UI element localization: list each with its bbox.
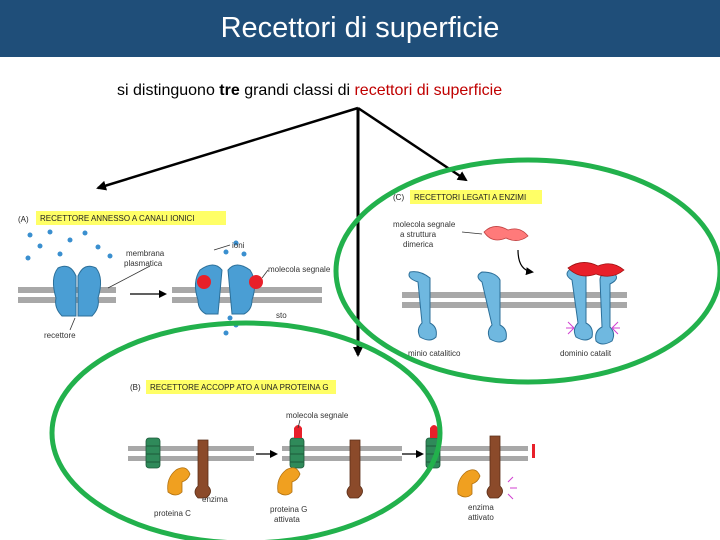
label-signal-b: molecola segnale	[286, 411, 349, 420]
signal-molecule-b2	[430, 425, 438, 438]
panel-a-header: RECETTORE ANNESSO A CANALI IONICI	[40, 214, 195, 223]
label-domain-right: dominio catalit	[560, 349, 612, 358]
label-signal-c3: dimerica	[403, 240, 434, 249]
label-signal-c1: molecola segnale	[393, 220, 456, 229]
label-cutoff: sto	[276, 311, 287, 320]
title-bar	[0, 0, 720, 57]
label-enzyme-active1: enzima	[468, 503, 494, 512]
label-protein-g2: attivata	[274, 515, 300, 524]
label-enzyme: enzima	[202, 495, 228, 504]
panel-a-letter: (A)	[18, 215, 29, 224]
signal-molecule-b1	[294, 425, 302, 438]
panel-b-letter: (B)	[130, 383, 141, 392]
arrow-to-ion-channel	[96, 106, 359, 191]
panel-a-header-bg	[36, 211, 226, 225]
signal-molecule-a1	[197, 275, 211, 289]
g-proteins	[167, 467, 481, 498]
label-protein-g1: proteina G	[270, 505, 307, 514]
closed-channel-right	[77, 265, 102, 317]
subtitle-emphasis: tre	[219, 82, 240, 99]
panel-c-letter: (C)	[393, 193, 404, 202]
panel-a-ion-channel: (A) RECETTORE ANNESSO A CANALI IONICI me…	[18, 211, 331, 340]
panel-b-header-bg	[146, 380, 336, 394]
signal-output	[532, 444, 535, 458]
label-protein-c: proteina C	[154, 509, 191, 518]
label-signal-a: molecola segnale	[268, 265, 331, 274]
slide-subtitle: si distinguono tre grandi classi di rece…	[117, 82, 502, 100]
panel-c-enzyme-receptors: (C) RECETTORI LEGATI A ENZIMI molecola s…	[393, 190, 627, 358]
label-enzyme-active2: attivato	[468, 513, 494, 522]
ellipse-g-protein-receptors	[49, 320, 443, 540]
label-ions: ioni	[232, 241, 245, 250]
membrane-b	[128, 446, 528, 461]
dimer-signal-free	[483, 226, 529, 241]
catalytic-activity-marks	[566, 321, 620, 335]
receptor-unbound	[408, 271, 507, 343]
panel-b-header: RECETTORE ACCOPP ATO A UNA PROTEINA G	[150, 383, 329, 392]
ions-cluster	[25, 229, 247, 336]
enzyme-activity-marks	[507, 476, 517, 500]
dimer-signal-bound	[567, 262, 625, 277]
subtitle-part2: grandi classi di	[239, 82, 355, 99]
panel-b-g-protein: (B) RECETTORE ACCOPP ATO A UNA PROTEINA …	[128, 380, 535, 524]
subtitle-highlight: recettori di superficie	[354, 82, 503, 99]
label-receptor: recettore	[44, 331, 76, 340]
enzymes	[194, 435, 503, 499]
membrane-c	[402, 292, 627, 298]
open-channel-right	[227, 264, 256, 315]
subtitle-part1: si distinguono	[117, 82, 220, 99]
slide-title: Recettori di superficie	[220, 12, 500, 44]
label-domain-left: minio catalitico	[408, 349, 461, 358]
signal-molecule-a2	[249, 275, 263, 289]
label-membrane: membrana	[126, 249, 165, 258]
gpcr-receptors	[145, 437, 441, 469]
panel-c-header: RECETTORI LEGATI A ENZIMI	[414, 193, 526, 202]
ellipse-enzyme-receptors	[333, 157, 720, 385]
label-signal-c2: a struttura	[400, 230, 437, 239]
label-membrane2: plasmatica	[124, 259, 163, 268]
closed-channel-left	[52, 265, 77, 317]
open-channel-left	[194, 264, 223, 315]
panel-c-header-bg	[410, 190, 542, 204]
